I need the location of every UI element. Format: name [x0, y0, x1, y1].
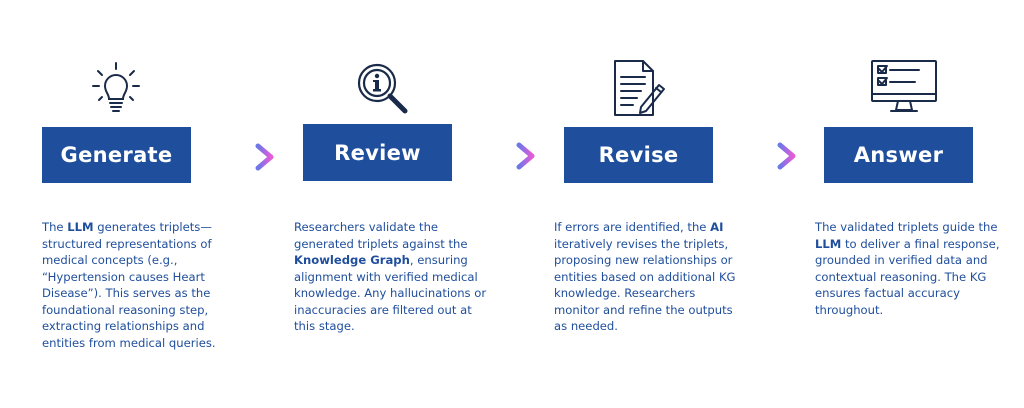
- step-title-generate: Generate: [42, 127, 191, 183]
- revise-description: If errors are identified, the AI iterati…: [554, 219, 744, 335]
- text-run: , ensuring alignment with verified medic…: [294, 253, 487, 333]
- step-title-revise: Revise: [564, 127, 713, 183]
- text-run: to deliver a final response, grounded in…: [815, 236, 1000, 317]
- review-title: Review: [334, 140, 421, 165]
- magnifier-info-icon: [357, 63, 408, 114]
- text-run: If errors are identified, the: [554, 220, 711, 234]
- text-run: generates triplets—structured representa…: [42, 220, 216, 350]
- step-title-review: Review: [303, 124, 452, 181]
- monitor-checklist-icon: [871, 60, 937, 112]
- review-description: Researchers validate the generated tripl…: [294, 219, 490, 335]
- bold-term: Knowledge Graph: [294, 253, 410, 267]
- bold-term: LLM: [67, 220, 94, 234]
- answer-description: The validated triplets guide the LLM to …: [815, 219, 1000, 318]
- arrow-2: [479, 142, 535, 170]
- text-run: The validated triplets guide the: [815, 220, 998, 234]
- lightbulb-icon: [92, 62, 140, 112]
- text-run: Researchers validate the generated tripl…: [294, 220, 468, 251]
- bold-term: AI: [710, 220, 724, 234]
- text-run: The: [42, 220, 68, 234]
- revise-title: Revise: [598, 143, 679, 167]
- document-pen-icon: [614, 60, 665, 116]
- arrow-3: [740, 142, 796, 170]
- arrow-1: [218, 143, 274, 171]
- generate-description: The LLM generates triplets—structured re…: [42, 219, 238, 351]
- text-run: iteratively revises the triplets, propos…: [554, 236, 736, 334]
- answer-title: Answer: [853, 143, 944, 167]
- bold-term: LLM: [815, 236, 842, 251]
- generate-title: Generate: [60, 143, 173, 167]
- step-title-answer: Answer: [824, 127, 973, 183]
